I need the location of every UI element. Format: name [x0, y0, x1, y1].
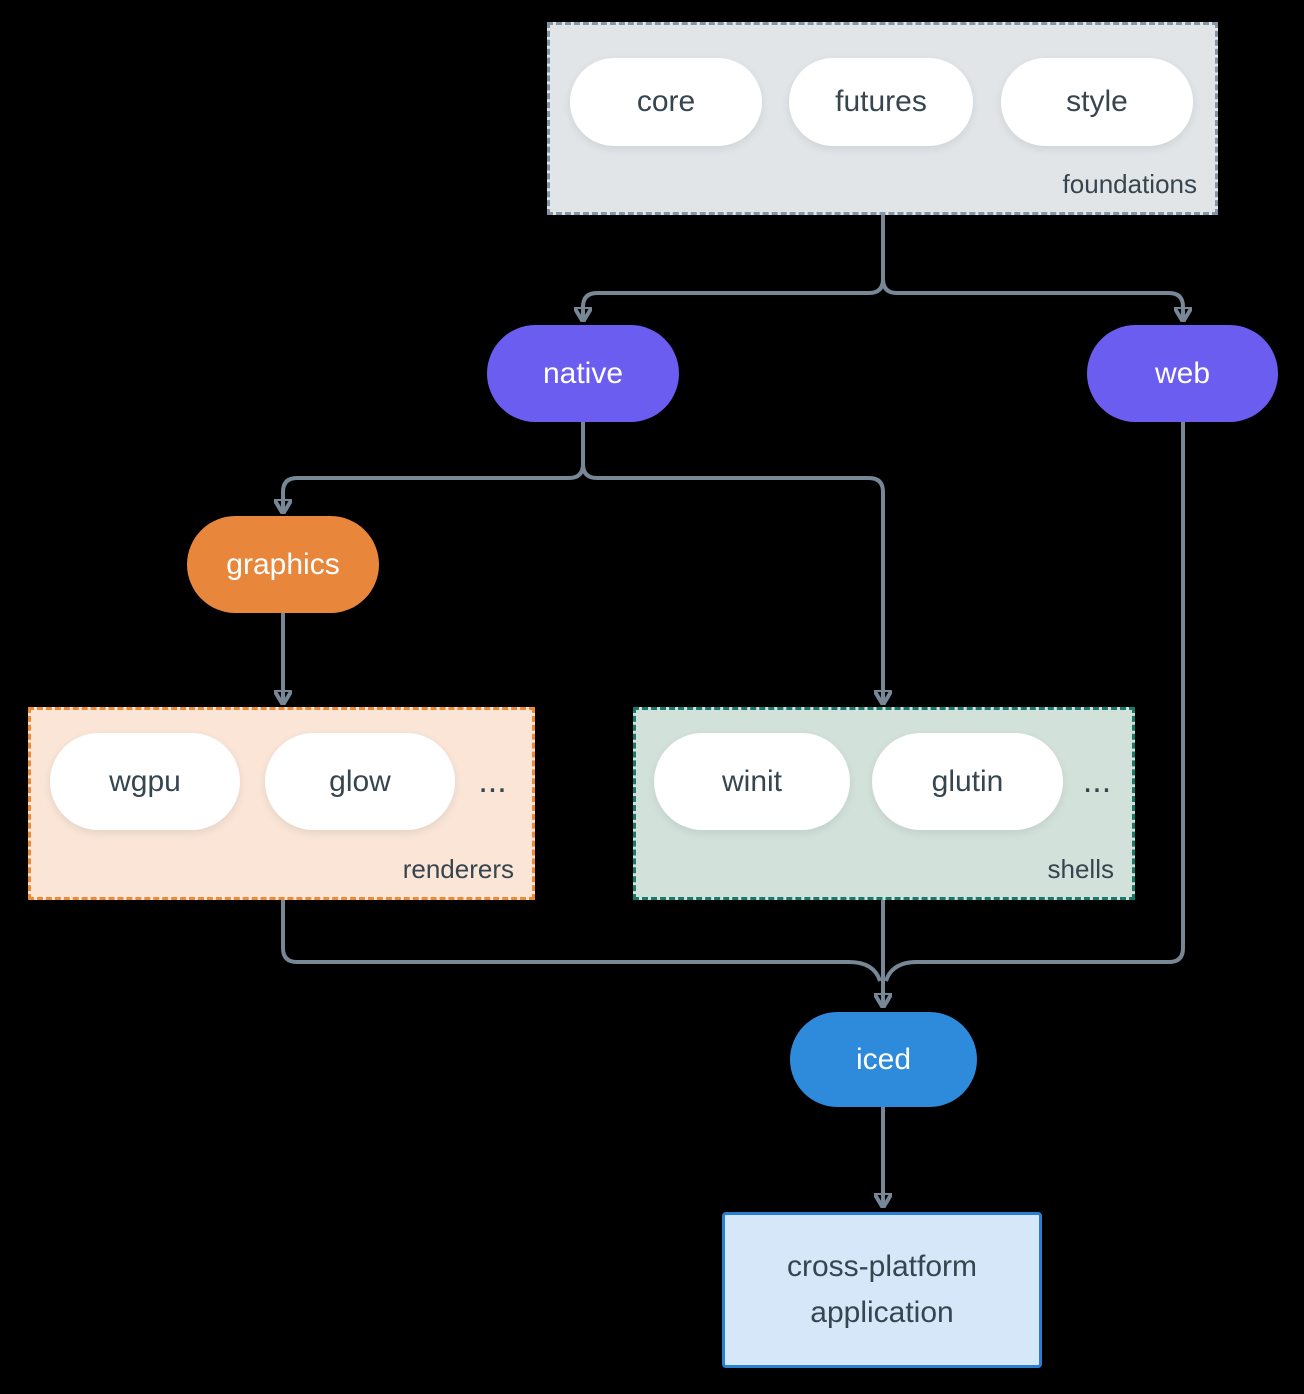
shells-group-label: shells	[1047, 854, 1114, 884]
node-winit-label: winit	[721, 764, 782, 798]
node-core-label: core	[636, 85, 696, 118]
edge-native-shells	[581, 422, 883, 703]
node-native: native	[487, 325, 679, 422]
node-core: core	[570, 58, 762, 146]
node-iced: iced	[790, 1012, 977, 1107]
node-style: style	[1001, 58, 1193, 146]
edge-foundations-web	[881, 215, 1183, 320]
node-application-label: cross-platform application	[786, 1249, 978, 1330]
node-glutin-label: glutin	[931, 764, 1004, 798]
node-cross-platform-application: cross-platform application	[722, 1212, 1042, 1368]
shells-ellipsis: ...	[1082, 762, 1112, 800]
node-glutin: glutin	[872, 733, 1063, 830]
edge-web-iced	[884, 422, 1185, 982]
node-native-label: native	[542, 356, 624, 390]
renderers-ellipsis: ...	[478, 762, 507, 800]
node-wgpu-label: wgpu	[109, 764, 181, 798]
node-web-label: web	[1154, 356, 1211, 390]
node-style-label: style	[1066, 85, 1128, 118]
node-web: web	[1087, 325, 1278, 422]
node-futures-label: futures	[835, 85, 927, 118]
node-glow-label: glow	[329, 764, 391, 798]
node-graphics-label: graphics	[226, 547, 340, 581]
node-graphics: graphics	[187, 516, 379, 613]
edge-foundations-native	[583, 215, 885, 320]
node-iced-label: iced	[855, 1042, 912, 1076]
foundations-group-label: foundations	[1062, 169, 1197, 199]
edge-native-graphics	[283, 422, 585, 512]
node-winit: winit	[654, 733, 850, 830]
edge-renderers-iced	[281, 900, 882, 982]
node-futures: futures	[789, 58, 973, 146]
node-glow: glow	[265, 733, 455, 830]
node-wgpu: wgpu	[50, 733, 240, 830]
renderers-group-label: renderers	[402, 854, 514, 884]
